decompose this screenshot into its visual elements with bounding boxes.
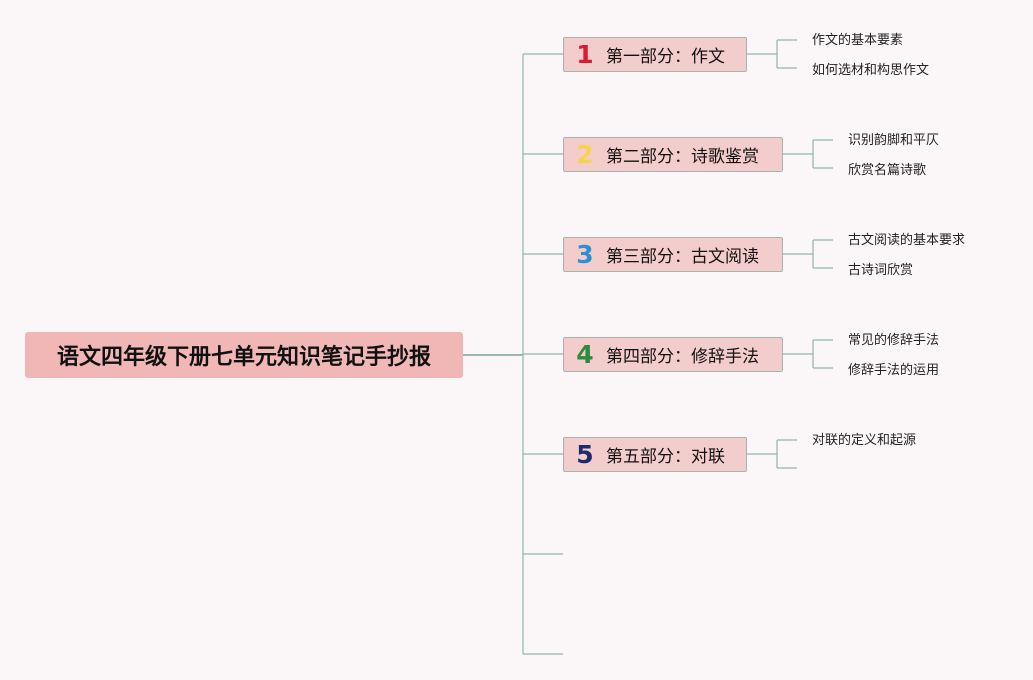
number-5-badge: 5 [576, 440, 594, 469]
number-2-badge: 2 [576, 140, 594, 169]
section-node-2[interactable]: 2 第二部分：诗歌鉴赏 [563, 137, 783, 172]
leaf-item[interactable]: 古诗词欣赏 [848, 263, 914, 278]
section-title: 第一部分：作文 [606, 47, 725, 67]
number-1-badge: 1 [576, 40, 594, 69]
section-title: 第五部分：对联 [606, 447, 725, 467]
section-title: 第四部分：修辞手法 [606, 347, 759, 367]
number-4-badge: 4 [576, 340, 594, 369]
leaf-item[interactable]: 作文的基本要素 [812, 33, 904, 48]
section-node-5[interactable]: 5 第五部分：对联 [563, 437, 747, 472]
leaf-item[interactable]: 对联的定义和起源 [812, 433, 917, 448]
section-title: 第二部分：诗歌鉴赏 [606, 147, 759, 167]
leaf-item[interactable]: 常见的修辞手法 [848, 333, 940, 348]
number-3-badge: 3 [576, 240, 594, 269]
root-title-text: 语文四年级下册七单元知识笔记手抄报 [56, 345, 431, 370]
root-title-node[interactable]: 语文四年级下册七单元知识笔记手抄报 [25, 332, 463, 378]
section-node-3[interactable]: 3 第三部分：古文阅读 [563, 237, 783, 272]
section-title: 第三部分：古文阅读 [606, 247, 759, 267]
leaf-item[interactable]: 古文阅读的基本要求 [848, 233, 966, 248]
leaf-item[interactable]: 如何选材和构思作文 [812, 63, 930, 78]
section-node-1[interactable]: 1 第一部分：作文 [563, 37, 747, 72]
section-node-4[interactable]: 4 第四部分：修辞手法 [563, 337, 783, 372]
leaf-item[interactable]: 识别韵脚和平仄 [848, 133, 940, 148]
leaf-item[interactable]: 欣赏名篇诗歌 [848, 163, 927, 178]
leaf-item[interactable]: 修辞手法的运用 [848, 363, 940, 378]
